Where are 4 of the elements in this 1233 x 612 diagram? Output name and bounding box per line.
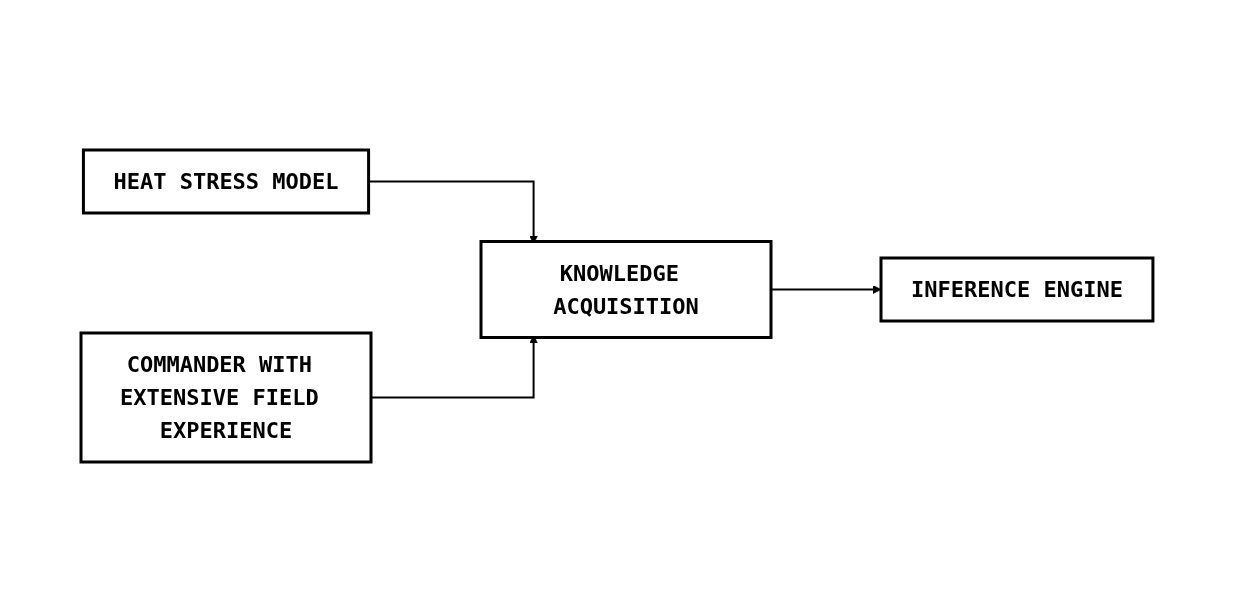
node-box: HEAT STRESS MODEL [81,148,370,215]
node-box: KNOWLEDGE ACQUISITION [479,240,773,339]
node-box: INFERENCE ENGINE [879,256,1154,323]
node-box: COMMANDER WITH EXTENSIVE FIELD EXPERIENCE [79,331,373,464]
